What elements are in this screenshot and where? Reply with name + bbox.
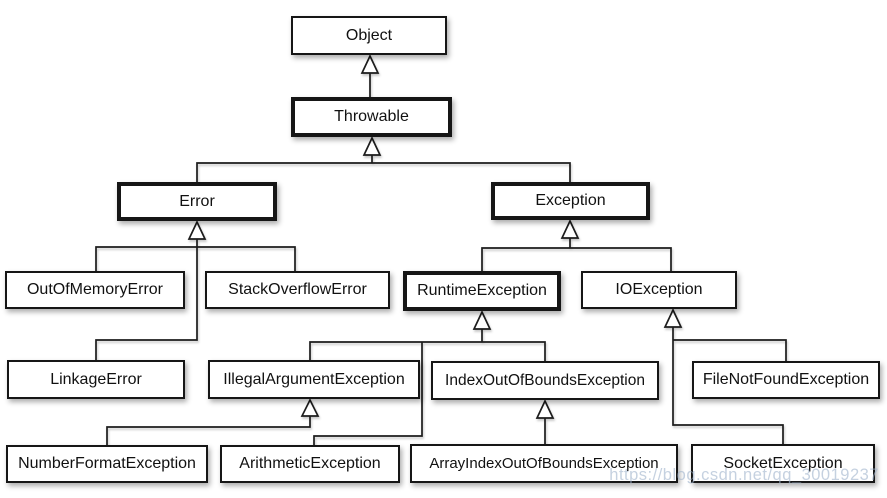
node-arrayindexoutofboundsexception: ArrayIndexOutOfBoundsException bbox=[410, 444, 678, 483]
inheritance-arrowhead-exception-icon bbox=[560, 219, 580, 239]
node-ioexception: IOException bbox=[581, 271, 737, 309]
node-socketexception: SocketException bbox=[691, 444, 875, 483]
inheritance-arrowhead-indexoutofbounds-icon bbox=[535, 399, 555, 419]
connector-runtimeexception-children bbox=[309, 310, 546, 445]
node-linkageerror: LinkageError bbox=[7, 360, 185, 399]
connector-ioexception-children bbox=[663, 308, 787, 444]
node-filenotfoundexception: FileNotFoundException bbox=[692, 361, 880, 399]
inheritance-arrowhead-error-icon bbox=[187, 220, 207, 240]
connector-throwable-children bbox=[196, 136, 571, 182]
node-error: Error bbox=[117, 182, 277, 221]
node-outofmemoryerror: OutOfMemoryError bbox=[5, 271, 185, 309]
node-throwable: Throwable bbox=[291, 97, 452, 137]
connector-indexoutofbounds-children bbox=[535, 399, 555, 444]
node-arithmeticexception: ArithmeticException bbox=[220, 445, 400, 483]
node-runtimeexception: RuntimeException bbox=[403, 271, 561, 311]
inheritance-arrowhead-illegalargument-icon bbox=[300, 398, 320, 417]
watermark: https://blog.csdn.net/qq_30019237 bbox=[609, 466, 879, 484]
inheritance-arrowhead-runtimeexception-icon bbox=[472, 310, 492, 330]
inheritance-arrowhead-ioexception-icon bbox=[663, 308, 683, 328]
connector-exception-children bbox=[481, 219, 672, 271]
node-numberformatexception: NumberFormatException bbox=[6, 445, 208, 483]
node-indexoutofboundsexception: IndexOutOfBoundsException bbox=[431, 361, 659, 400]
connector-throwable-to-object bbox=[360, 54, 380, 97]
node-exception: Exception bbox=[491, 182, 650, 220]
inheritance-arrowhead-object-icon bbox=[360, 54, 380, 74]
node-object: Object bbox=[291, 16, 447, 55]
node-stackoverflowerror: StackOverflowError bbox=[205, 271, 390, 309]
connector-error-children bbox=[95, 220, 296, 360]
node-illegalargumentexception: IllegalArgumentException bbox=[208, 360, 420, 399]
connector-illegalargument-children bbox=[106, 398, 320, 445]
inheritance-arrowhead-throwable-icon bbox=[362, 136, 382, 156]
